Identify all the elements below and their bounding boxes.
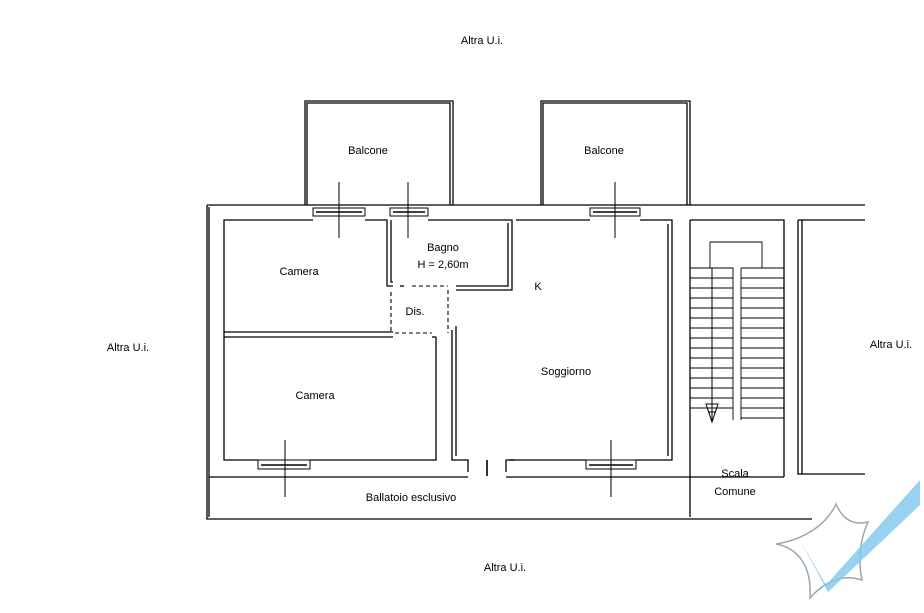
outer-walls: [206, 204, 865, 520]
room-label-living-room: Soggiorno: [540, 366, 592, 378]
room-label-balcony-left: Balcone: [348, 145, 388, 157]
room-label-bathroom: Bagno: [427, 242, 459, 254]
dashed-openings: [390, 285, 449, 334]
room-label-gallery: Ballatoio esclusivo: [365, 492, 457, 504]
opening-axis-lines: [284, 182, 616, 497]
room-label-hallway: Dis.: [405, 306, 425, 318]
watermark-logo: [775, 480, 920, 601]
stair-steps: [690, 241, 784, 420]
room-label-kitchen-mark: K: [534, 281, 542, 293]
room-label-bedroom-upper: Camera: [279, 266, 319, 278]
neighbor-label-left: Altra U.i.: [106, 342, 150, 354]
room-label-bedroom-lower: Camera: [295, 390, 335, 402]
neighbor-label-right: Altra U.i.: [869, 339, 913, 351]
room-label-balcony-right: Balcone: [584, 145, 624, 157]
stair-direction-arrow: [705, 268, 719, 424]
neighbor-label-bottom: Altra U.i.: [483, 562, 527, 574]
room-label-stair-line1: Scala: [721, 468, 749, 480]
balcony-left-walls: [304, 100, 454, 205]
balcony-right-walls: [540, 100, 691, 205]
room-label-stair-line2: Comune: [714, 486, 756, 498]
room-label-bathroom-height: H = 2,60m: [417, 259, 469, 271]
interior-walls: [209, 219, 865, 517]
neighbor-label-top: Altra U.i.: [460, 35, 504, 47]
